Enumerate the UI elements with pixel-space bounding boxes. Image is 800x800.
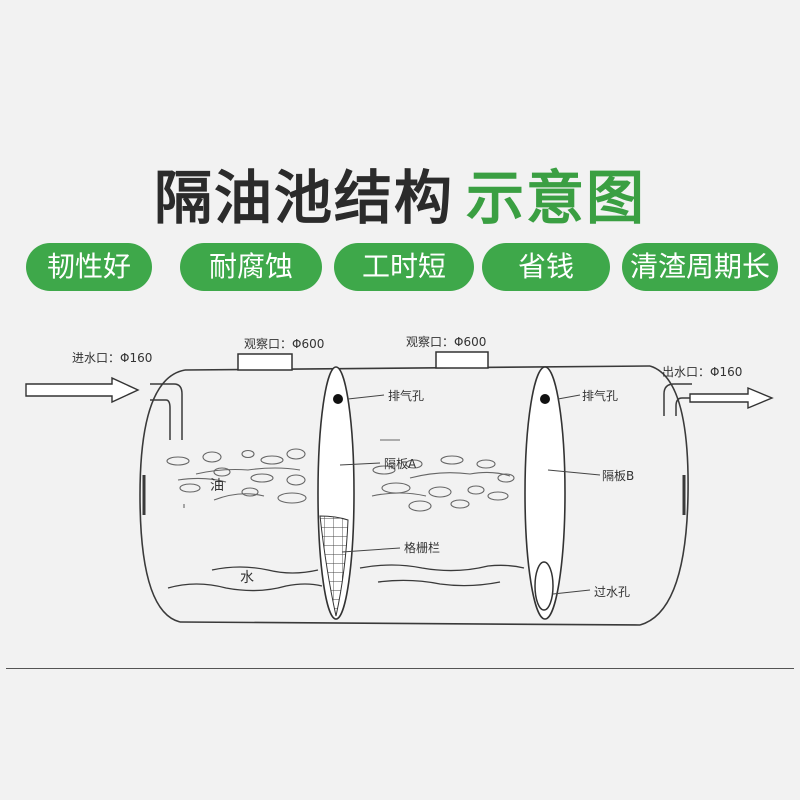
inlet-pipe xyxy=(150,383,183,440)
badge-long-cleaning-cycle: 清渣周期长 xyxy=(622,243,778,291)
outlet-arrow-icon xyxy=(689,386,774,410)
badge-cost-saving: 省钱 xyxy=(482,243,610,291)
inlet-arrow-icon xyxy=(25,376,140,404)
title-accent: 示意图 xyxy=(466,164,647,232)
partition-a xyxy=(317,366,355,620)
water-label: 水 xyxy=(240,570,254,586)
partition-b xyxy=(524,366,566,620)
feature-badges: 韧性好 耐腐蚀 工时短 省钱 清渣周期长 xyxy=(26,243,778,291)
grid-label: 格栅栏 xyxy=(404,540,440,555)
badge-toughness: 韧性好 xyxy=(26,243,152,291)
tank-body xyxy=(139,365,689,626)
leader-lines xyxy=(339,394,601,595)
oil-layer-sketch xyxy=(166,439,515,512)
overflow-hole xyxy=(534,561,554,611)
partition-a-label: 隔板A xyxy=(384,457,417,471)
observation-port-2 xyxy=(435,351,489,369)
overflow-hole-label: 过水孔 xyxy=(594,585,630,599)
oil-label: 油 xyxy=(210,478,224,494)
observation-ports xyxy=(237,351,489,371)
observation-port-1 xyxy=(237,353,293,371)
observation-port-1-label: 观察口：Φ600 xyxy=(244,337,324,351)
vent-hole-a xyxy=(333,394,343,404)
outlet-pipe xyxy=(663,383,692,416)
vent-hole-b xyxy=(540,394,550,404)
oil-trap-diagram: 进水口：Φ160 观察口：Φ600 观察口：Φ600 出水口：Φ160 排气孔 … xyxy=(25,335,774,626)
water-waves xyxy=(167,564,525,592)
partition-b-label: 隔板B xyxy=(602,469,634,483)
bottom-divider xyxy=(6,668,794,669)
page-title: 隔油池结构示意图 xyxy=(0,158,800,238)
inlet-label: 进水口：Φ160 xyxy=(72,351,152,365)
title-main: 隔油池结构 xyxy=(153,164,454,232)
vent-a-label: 排气孔 xyxy=(388,388,424,403)
badge-short-work-time: 工时短 xyxy=(334,243,474,291)
observation-port-2-label: 观察口：Φ600 xyxy=(406,335,486,349)
outlet-label: 出水口：Φ160 xyxy=(662,365,742,379)
badge-corrosion-resistant: 耐腐蚀 xyxy=(180,243,322,291)
vent-b-label: 排气孔 xyxy=(582,388,618,403)
